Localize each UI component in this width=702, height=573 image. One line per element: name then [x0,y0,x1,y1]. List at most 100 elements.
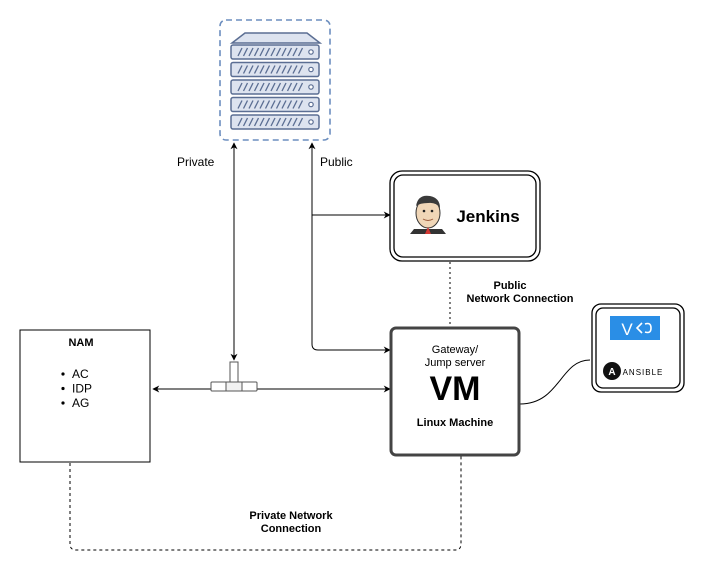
vscode-logo-icon: V [610,316,660,340]
nam-bullet [61,386,65,391]
server-vent-stripe [281,65,287,74]
server-vent-stripe [264,47,271,57]
server-vent-stripe [275,117,282,127]
server-vent-stripe [242,117,249,127]
server-vent-stripe [270,100,276,109]
server-vent-stripe [259,47,265,57]
server-unit [230,61,320,78]
nam-bullet [61,372,65,376]
jenkins-logo-icon [410,195,446,234]
server-vent-stripe [270,117,276,127]
public-link-corner [311,343,391,354]
nam-item-ac: AC [72,367,89,381]
server-vent-stripe [253,47,260,57]
server-led [308,84,314,90]
vm-gateway-line2: Jump server [425,357,486,369]
vm-gateway-line1: Gateway/ [432,344,479,356]
server-vent-stripe [242,100,249,109]
server-vent-stripe [242,47,249,57]
server-vent-stripe [253,100,260,109]
private-connection-label-line1: Private Network [249,510,333,522]
private-label: Private [177,155,215,169]
vscode-logo-text: V [621,320,633,339]
server-vent-stripe [286,47,293,57]
connector-lines [69,142,591,551]
vm-box: Gateway/ Jump server VM Linux Machine [389,326,521,457]
server-vent-stripe [270,65,276,74]
server-vent-stripe [292,117,298,127]
server-unit [230,79,320,95]
server-vent-stripe [297,82,304,92]
server-unit [230,96,320,113]
server-vent-stripe [281,47,287,57]
tools-box: V A ANSIBLE [591,303,685,393]
server-vent-stripe [248,117,254,127]
server-vent-stripe [242,65,249,74]
nam-bullet [61,401,65,405]
nam-title: NAM [68,337,93,349]
server-vent-stripe [259,82,265,92]
jenkins-title: Jenkins [456,207,519,226]
server-vent-stripe [259,117,265,127]
private-network-connection [69,456,462,551]
server-vent-stripe [275,100,282,109]
server-led [308,101,314,108]
server-vent-stripe [286,117,293,127]
network-hub-icon [210,361,258,392]
server-vent-stripe [286,100,293,109]
server-vent-stripe [259,65,265,74]
server-vent-stripe [292,100,298,109]
server-vent-stripe [297,117,304,127]
ansible-logo-letter: A [608,367,615,378]
server-rack-icon [219,19,331,141]
server-vent-stripe [264,100,271,109]
server-vent-stripe [297,65,304,74]
tools-link [519,359,591,405]
server-led [308,66,314,73]
server-vent-stripe [281,82,287,92]
server-vent-stripe [253,82,260,92]
vm-big-label: VM [430,370,481,408]
server-vent-stripe [292,47,298,57]
jenkins-box: Jenkins [389,170,541,262]
server-vent-stripe [237,65,243,74]
server-vent-stripe [275,65,282,74]
server-vent-stripe [248,82,254,92]
server-vent-stripe [264,117,271,127]
server-vent-stripe [237,100,243,109]
server-vent-stripe [275,82,282,92]
server-vent-stripe [286,82,293,92]
server-vent-stripe [275,47,282,57]
server-vent-stripe [248,47,254,57]
server-vent-stripe [297,100,304,109]
ansible-logo-icon: A ANSIBLE [603,362,664,380]
server-vent-stripe [270,47,276,57]
server-vent-stripe [297,47,304,57]
server-vent-stripe [237,47,243,57]
server-vent-stripe [242,82,249,92]
public-label: Public [320,155,353,169]
server-vent-stripe [253,117,260,127]
vm-subtitle: Linux Machine [417,417,493,429]
server-unit [230,44,320,60]
nam-item-ag: AG [72,396,89,410]
server-vent-stripe [237,117,243,127]
server-unit [230,114,320,130]
server-vent-stripe [248,100,254,109]
server-vent-stripe [292,82,298,92]
server-vent-stripe [292,65,298,74]
server-vent-stripe [237,82,243,92]
server-vent-stripe [259,100,265,109]
server-vent-stripe [264,65,271,74]
server-vent-stripe [253,65,260,74]
server-led [308,119,314,125]
server-vent-stripe [281,100,287,109]
server-vent-stripe [264,82,271,92]
server-vent-stripe [270,82,276,92]
server-led [308,49,314,55]
public-connection-label-line2: Network Connection [467,293,574,305]
ansible-label: ANSIBLE [623,368,664,377]
